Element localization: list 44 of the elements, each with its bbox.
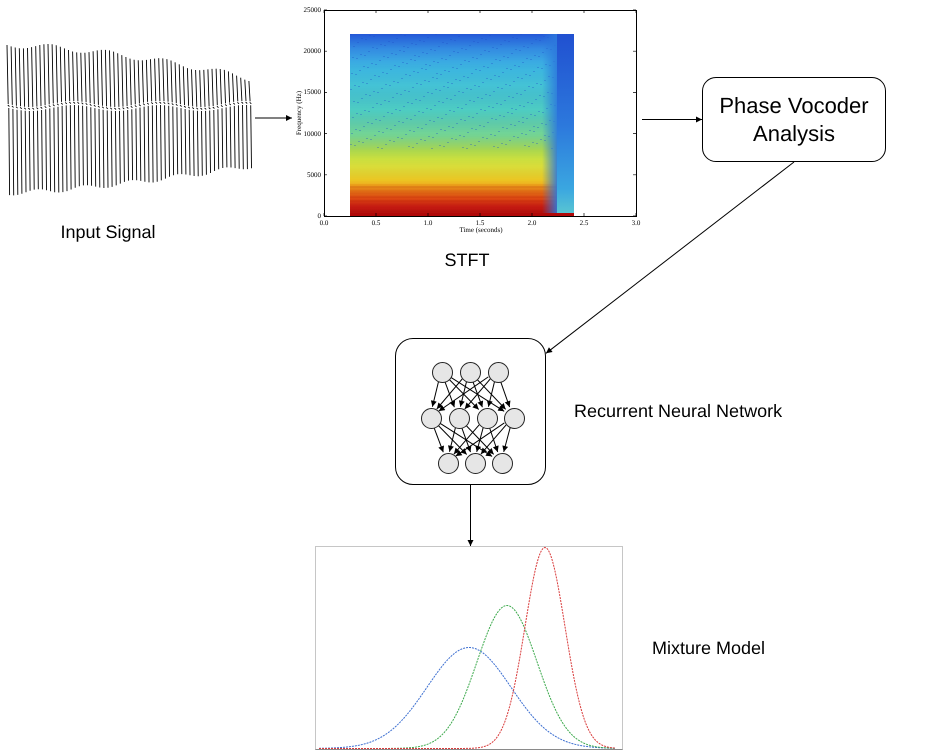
- process-box: Phase Vocoder Analysis: [702, 77, 886, 162]
- neuron-circle: [438, 452, 458, 474]
- arrow: [449, 376, 505, 412]
- arrow: [486, 380, 496, 408]
- arrow: [430, 380, 440, 408]
- arrow: [476, 378, 506, 410]
- neuron-circle: [476, 408, 498, 428]
- arrow: [254, 115, 292, 121]
- neuron-circle: [432, 362, 452, 382]
- arrow: [444, 380, 456, 408]
- neuron-circle: [420, 408, 442, 428]
- arrow: [480, 424, 507, 455]
- neuron-circle: [492, 452, 512, 474]
- node-label: STFT: [444, 249, 490, 271]
- arrow: [438, 422, 493, 457]
- neuron-circle: [504, 408, 524, 428]
- neuron-circle: [488, 362, 508, 382]
- arrow: [468, 484, 474, 546]
- arrow: [475, 426, 484, 452]
- arrow: [448, 378, 480, 410]
- neuron-circle: [464, 452, 486, 474]
- arrow: [433, 426, 444, 453]
- arrow: [438, 376, 489, 412]
- arrow: [461, 426, 472, 453]
- network-box: [395, 338, 546, 485]
- arrow: [502, 426, 511, 452]
- arrow: [436, 378, 463, 410]
- arrow: [464, 424, 494, 455]
- arrow: [500, 380, 510, 408]
- arrow: [448, 426, 456, 452]
- arrow: [472, 380, 484, 408]
- arrow: [546, 162, 794, 354]
- arrow: [488, 426, 499, 452]
- neuron-circle: [460, 362, 480, 382]
- node-label: Mixture Model: [652, 637, 766, 659]
- arrow: [464, 378, 491, 410]
- node-label: Recurrent Neural Network: [574, 400, 782, 422]
- arrow: [642, 116, 702, 122]
- arrow: [455, 422, 505, 457]
- neuron-circle: [448, 408, 470, 428]
- arrow: [458, 380, 468, 408]
- arrow: [453, 424, 480, 455]
- arrow: [436, 424, 468, 455]
- node-label: Input Signal: [60, 221, 156, 243]
